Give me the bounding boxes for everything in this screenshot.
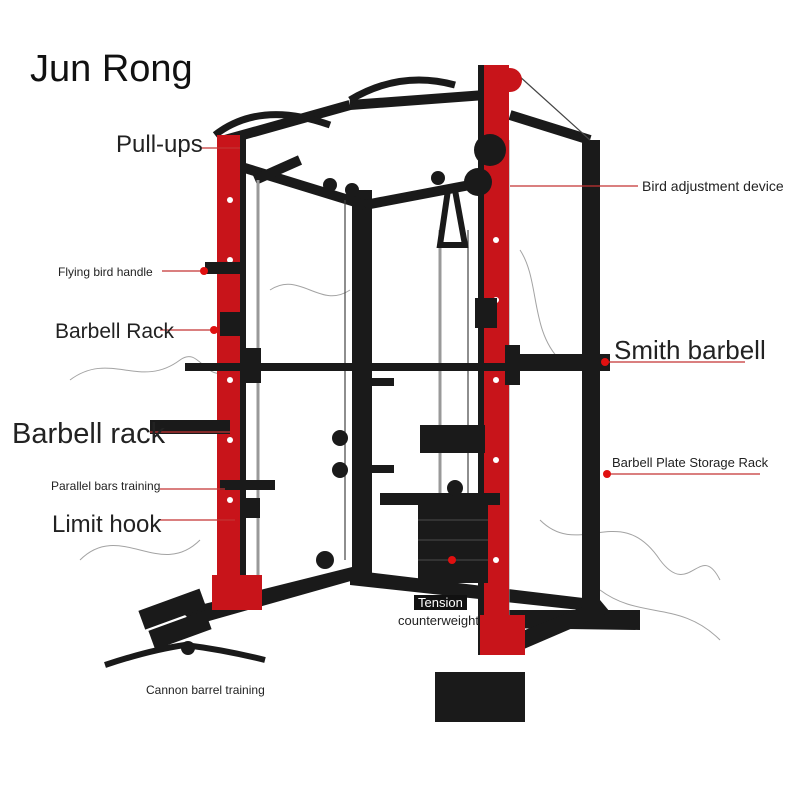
cables xyxy=(344,74,591,560)
upright-holes xyxy=(227,197,499,563)
cable-handle xyxy=(436,189,469,248)
label-limit-hook: Limit hook xyxy=(52,511,162,538)
label-barbell-rack-upper: Barbell Rack xyxy=(55,320,175,343)
label-cannon-barrel-training: Cannon barrel training xyxy=(146,683,265,697)
label-parallel-bars-training: Parallel bars training xyxy=(51,479,161,493)
cannon-barrel-attachment xyxy=(104,588,266,668)
label-pullups: Pull-ups xyxy=(116,131,203,158)
rack-hooks xyxy=(150,262,497,518)
label-barbell-rack-lower: Barbell rack xyxy=(12,418,166,450)
rear-uprights xyxy=(352,140,600,610)
top-frame xyxy=(223,90,592,210)
brand-title: Jun Rong xyxy=(30,48,193,90)
label-barbell-plate-storage-rack: Barbell Plate Storage Rack xyxy=(612,455,769,470)
leader-dots xyxy=(200,267,611,478)
label-counterweight: counterweight xyxy=(398,613,479,628)
smith-barbell-shape xyxy=(185,345,610,385)
counterweight-stack xyxy=(380,480,500,583)
base-frame xyxy=(180,565,640,722)
leader-lines xyxy=(150,147,760,521)
label-bird-adjustment-device: Bird adjustment device xyxy=(642,178,784,194)
pullup-handles xyxy=(212,76,456,138)
pulleys xyxy=(316,68,522,569)
label-smith-barbell: Smith barbell xyxy=(614,335,766,365)
label-tension: Tension xyxy=(414,595,467,610)
label-flying-bird-handle: Flying bird handle xyxy=(58,265,153,279)
